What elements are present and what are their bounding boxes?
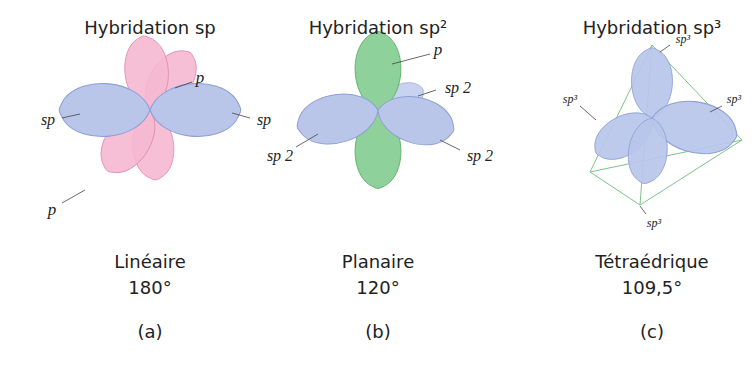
sp-figure bbox=[59, 34, 250, 203]
sp2-figure bbox=[292, 32, 460, 189]
orbital-label: p bbox=[434, 41, 443, 60]
geometry-name: Tétraédrique bbox=[595, 252, 708, 272]
geometry-name: Planaire bbox=[342, 252, 414, 272]
orbital-label: p bbox=[196, 69, 205, 88]
orbital-label: sp bbox=[257, 111, 271, 129]
orbital-label: sp 2 bbox=[267, 147, 293, 165]
sp3-figure bbox=[580, 45, 742, 214]
orbital-label: sp 2 bbox=[445, 79, 471, 97]
panel-letter: (a) bbox=[137, 322, 162, 342]
figure-title: Hybridation sp bbox=[84, 18, 215, 38]
figure-title: Hybridation sp³ bbox=[583, 18, 722, 38]
panel-letter: (b) bbox=[365, 322, 390, 342]
orbital-label: sp³ bbox=[727, 93, 741, 106]
orbital-label: sp³ bbox=[563, 93, 577, 106]
bond-angle: 180° bbox=[128, 278, 171, 298]
orbital-label: p bbox=[48, 201, 57, 220]
bond-angle: 109,5° bbox=[622, 278, 683, 298]
orbital-label: sp³ bbox=[647, 217, 661, 230]
orbital-label: sp³ bbox=[676, 33, 690, 46]
geometry-name: Linéaire bbox=[114, 252, 186, 272]
orbital-label: sp 2 bbox=[467, 147, 493, 165]
figure-title: Hybridation sp² bbox=[309, 18, 448, 38]
panel-letter: (c) bbox=[640, 322, 664, 342]
bond-angle: 120° bbox=[356, 278, 399, 298]
orbital-label: sp bbox=[41, 111, 55, 129]
